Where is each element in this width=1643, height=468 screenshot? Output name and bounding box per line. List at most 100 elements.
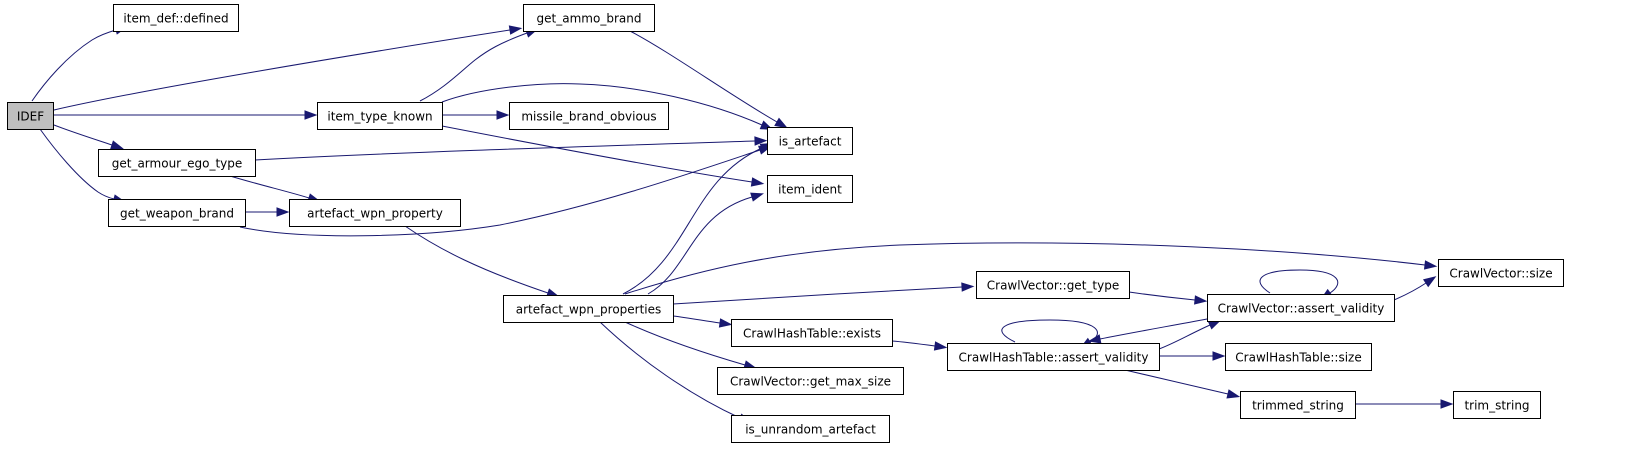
node-box[interactable] xyxy=(731,319,893,347)
node-is-unrandom-artefact[interactable]: is_unrandom_artefact xyxy=(731,415,890,443)
edge-get_armour_ego_type-to-artefact_wpn_property xyxy=(229,175,321,203)
node-box[interactable] xyxy=(503,295,674,323)
node-IDEF[interactable]: IDEF xyxy=(7,102,54,130)
edge-get_armour_ego_type-to-is_artefact xyxy=(254,136,768,161)
node-box[interactable] xyxy=(108,199,246,227)
node-artefact-wpn-properties[interactable]: artefact_wpn_properties xyxy=(503,295,674,323)
node-box[interactable] xyxy=(98,149,256,177)
node-is-artefact[interactable]: is_artefact xyxy=(767,127,853,155)
edge-cht_exists-to-cht_assert_validity xyxy=(891,340,948,351)
edge-line xyxy=(647,196,753,295)
node-box[interactable] xyxy=(1453,391,1541,419)
node-label: missile_brand_obvious xyxy=(521,110,656,124)
node-box[interactable] xyxy=(317,102,443,130)
node-layer: IDEF item_def::defined get_ammo_branditem_… xyxy=(7,4,1564,443)
arrowhead xyxy=(1423,260,1438,270)
node-box[interactable] xyxy=(289,199,461,227)
node-cv-assert-validity[interactable]: CrawlVector::assert_validity xyxy=(1207,294,1395,322)
node-cht-exists[interactable]: CrawlHashTable::exists xyxy=(731,319,893,347)
node-missile-brand-obvious[interactable]: missile_brand_obvious xyxy=(509,102,669,130)
arrowhead xyxy=(496,110,510,120)
edge-cv_assert_validity-to-cv_size xyxy=(1393,276,1437,301)
node-box[interactable] xyxy=(1225,343,1372,371)
edge-line xyxy=(441,125,753,183)
arrowhead xyxy=(304,110,318,120)
edge-line xyxy=(629,30,778,123)
node-label: trim_string xyxy=(1464,399,1529,413)
edge-IDEF-to-get_armour_ego_type xyxy=(53,124,124,150)
arrowhead xyxy=(750,177,765,187)
node-box[interactable] xyxy=(947,343,1160,371)
node-label: is_unrandom_artefact xyxy=(745,423,876,437)
edge-line xyxy=(441,83,763,126)
node-box[interactable] xyxy=(767,127,853,155)
edge-line xyxy=(624,242,1426,295)
node-box[interactable] xyxy=(1240,391,1356,419)
edge-line xyxy=(1124,369,1229,395)
arrowhead xyxy=(718,318,733,328)
edge-line xyxy=(1128,291,1196,301)
edge-cht_assert_validity-to-trimmed_string xyxy=(1124,369,1241,399)
arrowhead xyxy=(933,341,948,351)
arrowhead xyxy=(774,117,788,129)
node-get-weapon-brand[interactable]: get_weapon_brand xyxy=(108,199,246,227)
edge-line xyxy=(419,32,528,102)
node-label: IDEF xyxy=(17,110,44,124)
edge-artefact_wpn_properties-to-item_ident xyxy=(647,192,764,295)
node-label: CrawlHashTable::exists xyxy=(743,327,881,341)
node-box[interactable] xyxy=(976,271,1130,299)
edge-item_type_known-to-missile_brand_obvious xyxy=(442,110,510,120)
edge-get_ammo_brand-to-is_artefact xyxy=(629,30,788,129)
edge-artefact_wpn_property-to-artefact_wpn_properties xyxy=(404,225,560,298)
node-get-ammo-brand[interactable]: get_ammo_brand xyxy=(523,4,655,32)
node-trimmed-string[interactable]: trimmed_string xyxy=(1240,391,1356,419)
arrowhead xyxy=(750,192,764,202)
node-label: trimmed_string xyxy=(1252,399,1344,413)
node-box[interactable] xyxy=(113,4,239,32)
node-artefact-wpn-property[interactable]: artefact_wpn_property xyxy=(289,199,461,227)
node-trim-string[interactable]: trim_string xyxy=(1453,391,1541,419)
arrowhead xyxy=(276,207,290,217)
arrowhead xyxy=(1226,389,1241,399)
node-cv-get-max-size[interactable]: CrawlVector::get_max_size xyxy=(717,367,904,395)
edge-line xyxy=(1001,319,1098,343)
arrowhead xyxy=(1440,399,1454,409)
node-cv-size[interactable]: CrawlVector::size xyxy=(1438,259,1564,287)
edge-line xyxy=(599,321,741,419)
edge-IDEF-to-item_type_known xyxy=(54,110,318,120)
node-box[interactable] xyxy=(767,175,853,203)
node-box[interactable] xyxy=(509,102,669,130)
edge-line xyxy=(53,29,511,111)
edge-line xyxy=(39,128,115,200)
node-box[interactable] xyxy=(1207,294,1395,322)
node-item-def-defined[interactable]: item_def::defined xyxy=(113,4,239,32)
edge-get_weapon_brand-to-artefact_wpn_property xyxy=(245,207,290,217)
arrowhead xyxy=(961,282,975,292)
node-label: get_armour_ego_type xyxy=(112,157,243,171)
node-box[interactable] xyxy=(7,102,54,130)
arrowhead xyxy=(1194,295,1208,305)
node-get-armour-ego-type[interactable]: get_armour_ego_type xyxy=(98,149,256,177)
node-box[interactable] xyxy=(523,4,655,32)
node-box[interactable] xyxy=(731,415,890,443)
node-label: get_weapon_brand xyxy=(120,207,234,221)
node-cht-size[interactable]: CrawlHashTable::size xyxy=(1225,343,1372,371)
node-cv-get-type[interactable]: CrawlVector::get_type xyxy=(976,271,1130,299)
edge-line xyxy=(1393,282,1427,301)
edge-line xyxy=(31,29,117,102)
node-box[interactable] xyxy=(1438,259,1564,287)
node-label: item_def::defined xyxy=(123,12,228,26)
node-item-ident[interactable]: item_ident xyxy=(767,175,853,203)
edge-line xyxy=(1099,318,1208,340)
node-item-type-known[interactable]: item_type_known xyxy=(317,102,443,130)
node-box[interactable] xyxy=(717,367,904,395)
node-cht-assert-validity[interactable]: CrawlHashTable::assert_validity xyxy=(947,343,1160,371)
node-label: CrawlVector::get_max_size xyxy=(730,375,891,389)
edge-line xyxy=(239,149,761,237)
node-label: artefact_wpn_properties xyxy=(516,303,662,317)
edge-IDEF-to-get_ammo_brand xyxy=(53,25,523,111)
edge-cht_assert_validity-to-cht_size xyxy=(1159,351,1226,361)
edge-cht_assert_validity-to-cv_assert_validity xyxy=(1158,319,1222,350)
arrowhead xyxy=(110,140,124,150)
